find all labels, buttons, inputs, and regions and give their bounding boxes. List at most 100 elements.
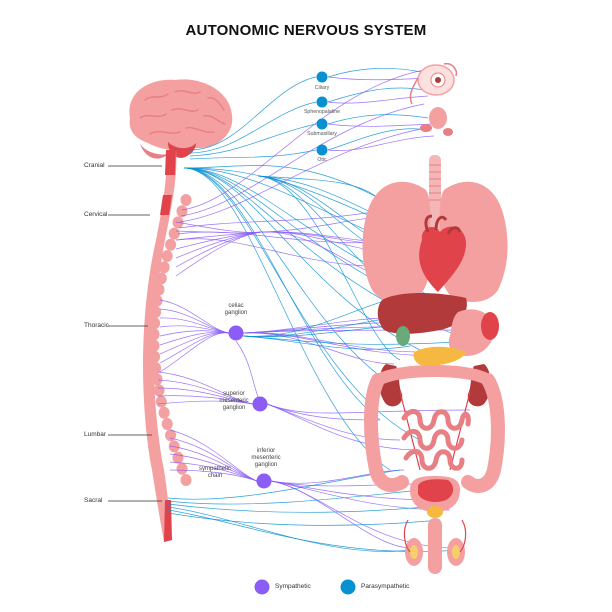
parasympathetic-fiber xyxy=(189,101,317,154)
celiac-ganglion-label: celiac ganglion xyxy=(216,303,256,317)
chain-bead xyxy=(180,474,192,486)
parasympathetic-fiber xyxy=(327,87,425,103)
chain-bead xyxy=(161,418,173,430)
superior-mesenteric-ganglion-node xyxy=(252,396,268,412)
chain-bead xyxy=(165,429,177,442)
sympathetic-fiber xyxy=(180,103,425,217)
sympathetic-fiber xyxy=(327,76,427,81)
sympathetic-fiber xyxy=(270,469,405,484)
sympathetic-fiber xyxy=(235,340,259,398)
brain xyxy=(129,79,233,159)
chain-bead xyxy=(153,283,165,296)
parasympathetic-fiber xyxy=(189,76,317,151)
diagram-title: AUTONOMIC NERVOUS SYSTEM xyxy=(185,22,427,39)
parasympathetic-fiber xyxy=(183,167,381,421)
chain-bead xyxy=(180,194,192,206)
chain-bead xyxy=(150,306,162,318)
sphenopalatine-label: Sphenopalatine xyxy=(303,109,341,115)
parasympathetic-fiber xyxy=(183,165,401,211)
chain-bead xyxy=(149,350,161,363)
region-label-lumbar: Lumbar xyxy=(84,431,107,438)
sympathetic-fiber xyxy=(327,123,433,127)
sympathetic-fiber xyxy=(181,69,425,211)
reproductive-organs xyxy=(403,518,467,574)
chain-bead xyxy=(168,227,180,240)
superior-mesenteric-ganglion-label: superior mesenteric ganglion xyxy=(212,391,256,412)
otic-label: Otic xyxy=(317,157,327,163)
parasympathetic-fiber xyxy=(167,506,411,552)
chain-bead xyxy=(153,384,165,397)
superior-mesenteric-label-line-3: ganglion xyxy=(222,405,246,411)
pancreas xyxy=(413,346,466,366)
celiac-ganglion-node xyxy=(228,325,244,341)
trachea xyxy=(429,155,441,235)
superior-mesenteric-label-line-1: superior xyxy=(223,391,245,397)
otic-ganglion-node xyxy=(316,144,328,156)
stomach xyxy=(448,309,499,356)
sympathetic-fiber xyxy=(270,480,457,549)
eye xyxy=(409,62,458,105)
chain-bead xyxy=(176,462,188,475)
region-label-cranial: Cranial xyxy=(84,162,105,169)
chain-bead xyxy=(176,205,188,218)
region-label-sacral: Sacral xyxy=(84,497,103,504)
large-intestine xyxy=(364,365,505,493)
sympathetic-fiber xyxy=(266,403,471,414)
nerve-fibers xyxy=(157,67,487,552)
parasympathetic-fiber xyxy=(183,167,401,391)
parasympathetic-fiber xyxy=(167,489,421,505)
lungs xyxy=(362,181,508,302)
parasympathetic-fiber xyxy=(167,512,441,526)
parasympathetic-fiber xyxy=(167,503,437,513)
ciliary-label: Ciliary xyxy=(314,85,330,91)
celiac-label-line-1: celiac xyxy=(228,303,244,309)
sympathetic-fiber xyxy=(159,332,230,373)
chain-bead xyxy=(161,250,173,262)
ganglia-nodes xyxy=(228,71,328,489)
sympathetic-fiber xyxy=(157,400,254,405)
region-label-thoracic: Thoracic xyxy=(84,322,109,329)
celiac-label-line-2: ganglion xyxy=(224,310,248,316)
parasympathetic-fiber xyxy=(242,299,389,337)
sphenopalatine-ganglion-node xyxy=(316,96,328,108)
superior-mesenteric-label-line-2: mesenteric xyxy=(219,398,249,404)
region-label-cervical: Cervical xyxy=(84,211,108,218)
chain-bead xyxy=(165,238,177,251)
parasympathetic-fiber xyxy=(183,167,391,471)
chain-bead xyxy=(148,339,160,352)
sympathetic-fiber xyxy=(242,332,395,365)
chain-bead xyxy=(148,328,160,341)
sympathetic-fiber xyxy=(327,135,435,151)
inferior-mesenteric-label-line-1: inferior xyxy=(256,448,276,454)
parasympathetic-fiber xyxy=(327,67,423,78)
chain-bead xyxy=(150,362,162,374)
sympathetic-fiber xyxy=(159,332,230,364)
chain-bead xyxy=(155,395,167,408)
parasympathetic-fiber xyxy=(257,175,381,201)
bladder xyxy=(410,476,460,518)
parasympathetic-fiber xyxy=(189,123,317,157)
inferior-mesenteric-label-line-2: mesenteric xyxy=(251,455,281,461)
sympathetic-chain-label-line-2: chain xyxy=(207,473,223,479)
salivary-glands xyxy=(420,107,453,136)
sympathetic-fiber xyxy=(266,403,421,451)
sympathetic-fiber xyxy=(179,127,427,223)
sympathetic-chain-label-line-1: sympathetic xyxy=(198,466,231,472)
parasympathetic-fiber xyxy=(327,114,429,125)
chain-bead xyxy=(172,451,184,464)
spinal-cord xyxy=(143,150,177,542)
heart xyxy=(419,214,466,292)
legend-sympathetic-label: Sympathetic xyxy=(275,583,311,590)
chain-bead xyxy=(158,261,170,274)
legend-markers xyxy=(254,579,356,595)
region-leaders xyxy=(108,165,162,502)
submaxillary-label: Submaxillary xyxy=(307,131,337,137)
legend-parasympathetic-marker xyxy=(340,579,356,595)
gallbladder xyxy=(396,326,410,346)
chain-bead xyxy=(155,272,167,285)
parasympathetic-fiber xyxy=(257,175,401,361)
chain-bead xyxy=(151,373,163,386)
legend-parasympathetic-label: Parasympathetic xyxy=(361,583,410,590)
